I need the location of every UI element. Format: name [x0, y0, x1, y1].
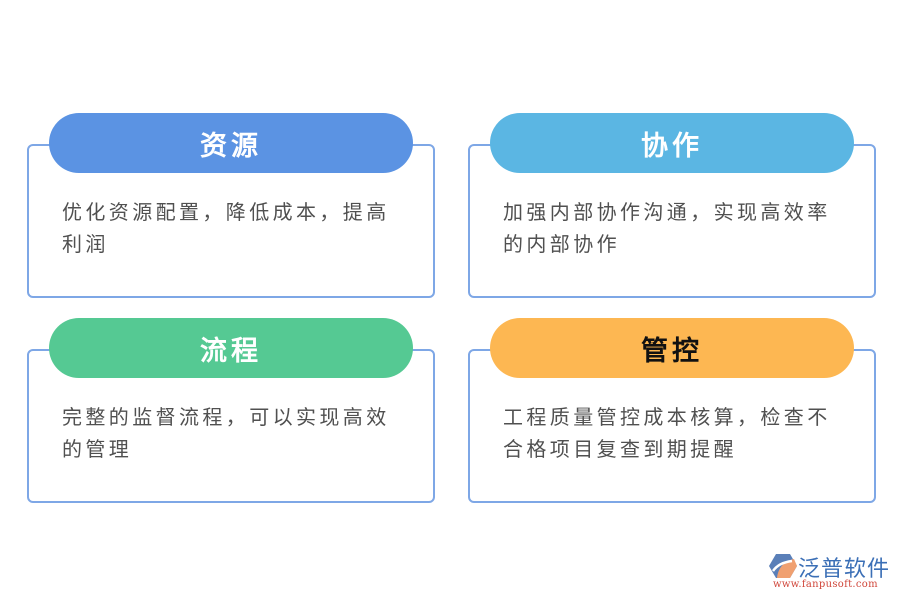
- card-control-text: 工程质量管控成本核算，检查不合格项目复查到期提醒: [503, 405, 831, 461]
- card-process-title-label: 流程: [200, 335, 262, 367]
- card-collaboration-text: 加强内部协作沟通，实现高效率的内部协作: [503, 200, 831, 256]
- logo-url: www.fanpusoft.com: [773, 579, 878, 590]
- card-process-title: 流程: [49, 318, 413, 378]
- card-resources-text: 优化资源配置，降低成本，提高利润: [62, 200, 390, 256]
- fanpu-logo-icon: [769, 554, 797, 578]
- card-control-title: 管控: [490, 318, 854, 378]
- card-control-title-label: 管控: [641, 335, 703, 367]
- logo-company-name: 泛普软件: [798, 557, 891, 582]
- card-collaboration-title-label: 协作: [641, 130, 703, 162]
- fanpu-logo: 泛普软件 www.fanpusoft.com: [768, 551, 893, 593]
- card-collaboration-title: 协作: [490, 113, 854, 173]
- card-resources-title: 资源: [49, 113, 413, 173]
- card-process-text: 完整的监督流程，可以实现高效的管理: [62, 405, 390, 461]
- card-resources-title-label: 资源: [200, 130, 262, 162]
